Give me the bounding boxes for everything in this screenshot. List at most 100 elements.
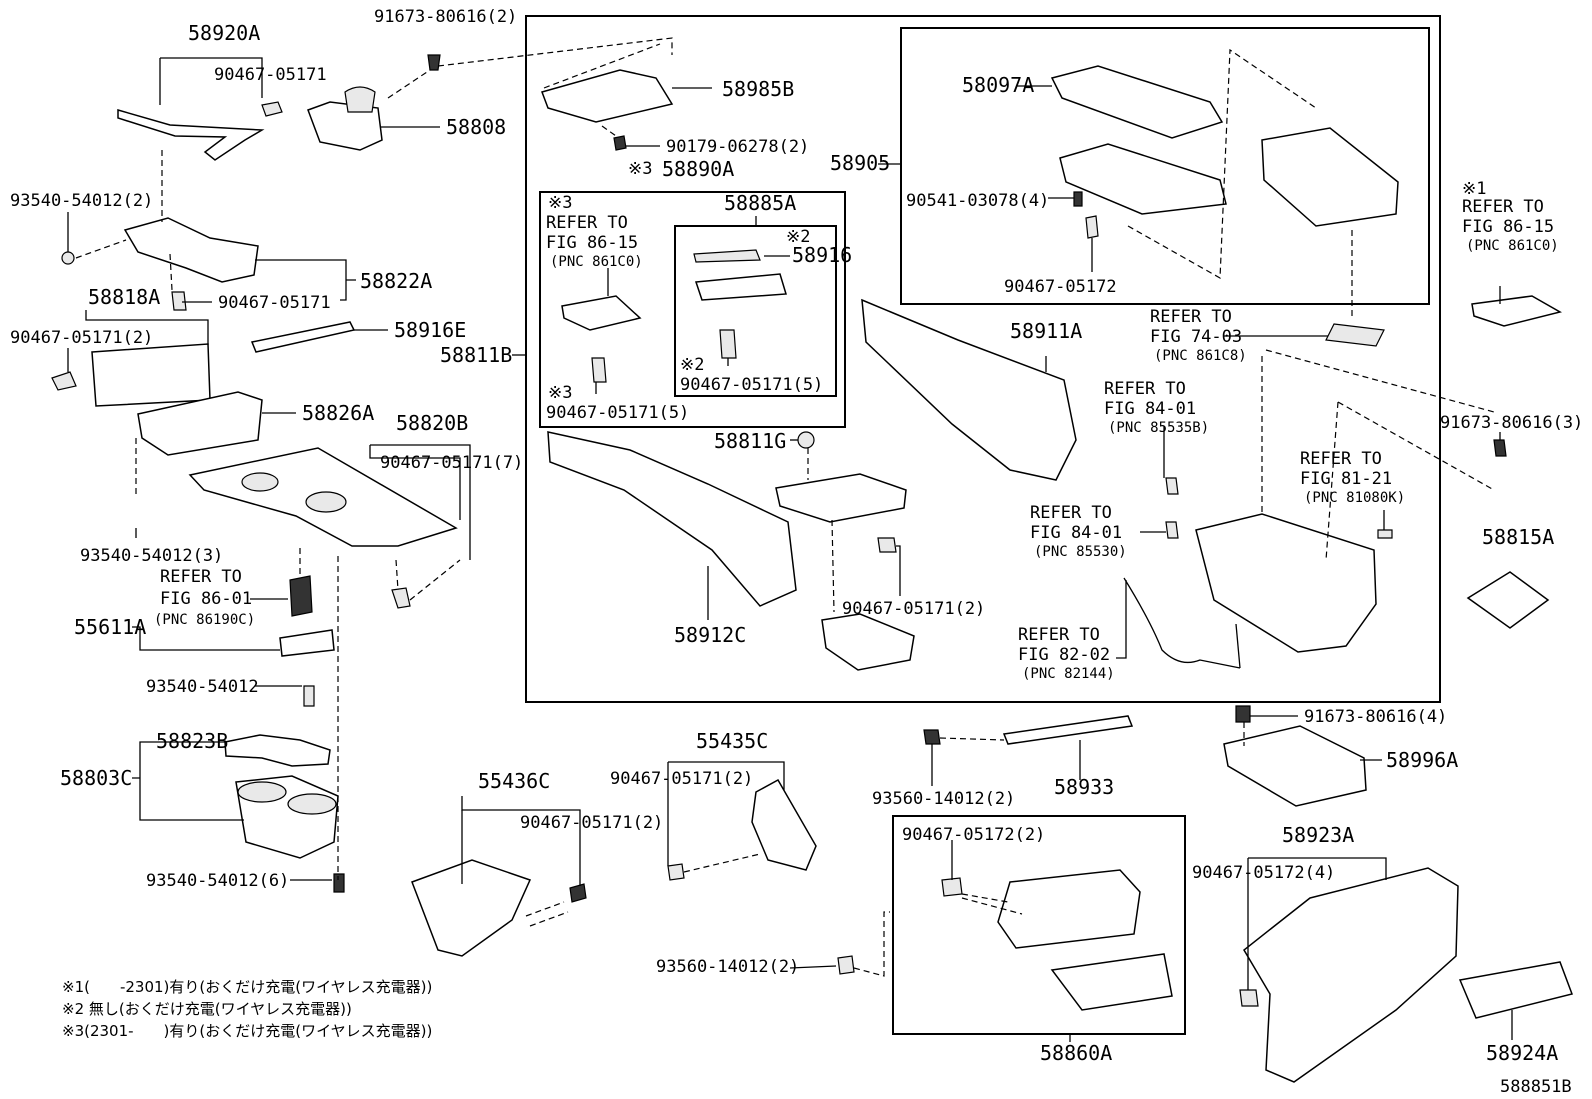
label-58924A: 58924A — [1486, 1041, 1558, 1065]
ref-81-21: REFER TO FIG 81-21 (PNC 81080K) — [1300, 449, 1405, 506]
part-861C8-shape — [1325, 323, 1385, 347]
label-58820B: 58820B — [396, 411, 468, 435]
ref-74-03: REFER TO FIG 74-03 (PNC 861C8) — [1150, 307, 1247, 364]
label-58815A: 58815A — [1482, 525, 1554, 549]
footnote-3: ※3(2301- )有り(おくだけ充電(ワイヤレス充電器)) — [62, 1022, 432, 1040]
label-90467-05171-7: 90467-05171(7) — [380, 453, 523, 473]
ref-86-15-a-line3: (PNC 861C0) — [550, 254, 643, 270]
label-90467-05172-2: 90467-05172(2) — [902, 825, 1045, 845]
part-58924A-shape — [1458, 961, 1573, 1019]
ref-86-15-a-mark: ※3 — [548, 193, 572, 213]
label-58811B: 58811B — [440, 343, 512, 367]
box-58890A-frame — [539, 191, 846, 428]
ref-86-01-line1: REFER TO — [160, 567, 242, 587]
label-90467-05171-a: 90467-05171 — [214, 65, 327, 85]
part-58818A-shape — [51, 343, 211, 407]
label-55436C: 55436C — [478, 769, 550, 793]
label-90467-05171-5a-mark: ※3 — [548, 383, 572, 403]
part-58920A-shape — [117, 101, 283, 161]
part-console-box-shape — [1123, 477, 1377, 669]
label-58822A: 58822A — [360, 269, 432, 293]
part-58803C-shape — [235, 775, 345, 893]
ref-84-01-b-line3: (PNC 85530) — [1034, 544, 1127, 560]
ref-86-15-a: ※3 REFER TO FIG 86-15 (PNC 861C0) — [546, 193, 643, 270]
part-58996A-shape — [1223, 705, 1367, 807]
ref-82-02-line3: (PNC 82144) — [1022, 666, 1115, 682]
part-58911A-shape — [861, 298, 1077, 481]
ref-82-02-line2: FIG 82-02 — [1018, 645, 1110, 665]
part-58823B-shape — [224, 734, 331, 767]
label-58916: 58916 — [792, 243, 852, 267]
ref-86-15-b-line3: (PNC 861C0) — [1466, 238, 1559, 254]
part-58912C-shape — [547, 431, 797, 607]
label-90467-05171-5b-mark: ※2 — [680, 355, 704, 375]
label-58916E: 58916E — [394, 318, 466, 342]
part-58933-shape — [923, 715, 1134, 745]
part-91673-3-shape — [1493, 439, 1507, 457]
part-58815A-shape — [1466, 571, 1550, 629]
ref-86-15-b-line1: REFER TO — [1462, 197, 1544, 217]
ref-84-01-b: REFER TO FIG 84-01 (PNC 85530) — [1030, 503, 1127, 560]
label-58920A: 58920A — [188, 21, 260, 45]
label-58097A: 58097A — [962, 73, 1034, 97]
label-93540-54012-2: 93540-54012(2) — [10, 191, 153, 211]
ref-84-01-a: REFER TO FIG 84-01 (PNC 85535B) — [1104, 379, 1209, 436]
box-58905-frame — [900, 27, 1430, 305]
label-58890A: 58890A — [662, 157, 734, 181]
part-58985B-shape — [541, 69, 674, 151]
ref-81-21-line3: (PNC 81080K) — [1304, 490, 1405, 506]
label-58912C: 58912C — [674, 623, 746, 647]
part-90467-05172-4-shape — [1239, 989, 1259, 1007]
label-58826A: 58826A — [302, 401, 374, 425]
ref-86-01: REFER TO FIG 86-01 (PNC 86190C) — [154, 567, 255, 628]
label-58823B: 58823B — [156, 729, 228, 753]
ref-81-21-line2: FIG 81-21 — [1300, 469, 1392, 489]
label-90467-05171-5a: 90467-05171(5) — [546, 403, 689, 423]
ref-74-03-line1: REFER TO — [1150, 307, 1232, 327]
part-861C0-right-shape — [1471, 295, 1562, 327]
ref-74-03-line3: (PNC 861C8) — [1154, 348, 1247, 364]
part-81080K-shape — [1377, 529, 1393, 539]
ref-84-01-b-line1: REFER TO — [1030, 503, 1112, 523]
ref-86-15-b-line2: FIG 86-15 — [1462, 217, 1554, 237]
label-90467-05172: 90467-05172 — [1004, 277, 1117, 297]
label-58923A: 58923A — [1282, 823, 1354, 847]
label-90467-05171-2c: 90467-05171(2) — [610, 769, 753, 789]
part-58826A-shape — [137, 391, 263, 456]
part-55611A-shape — [279, 575, 335, 707]
part-58097A-shape — [1050, 65, 1224, 139]
label-93560-14012-2b: 93560-14012(2) — [872, 789, 1015, 809]
label-93540-54012-6: 93540-54012(6) — [146, 871, 289, 891]
footnotes: ※1( -2301)有り(おくだけ充電(ワイヤレス充電器)) ※2 無し(おくだ… — [62, 978, 432, 1040]
label-90467-05172-4: 90467-05172(4) — [1192, 863, 1335, 883]
ref-82-02: REFER TO FIG 82-02 (PNC 82144) — [1018, 625, 1115, 682]
ref-86-15-b: ※1 REFER TO FIG 86-15 (PNC 861C0) — [1462, 179, 1559, 254]
ref-86-15-a-line2: FIG 86-15 — [546, 233, 638, 253]
part-labels: 58920A 90467-05171 91673-80616(2) 58808 … — [10, 7, 1583, 1065]
ref-81-21-line1: REFER TO — [1300, 449, 1382, 469]
ref-86-01-line3: (PNC 86190C) — [154, 612, 255, 628]
label-90467-05171-2b: 90467-05171(2) — [520, 813, 663, 833]
label-90467-05171-2a: 90467-05171(2) — [10, 328, 153, 348]
label-93540-54012-3: 93540-54012(3) — [80, 546, 223, 566]
part-55436C-shape — [411, 859, 587, 957]
label-58996A: 58996A — [1386, 748, 1458, 772]
ref-84-01-a-line3: (PNC 85535B) — [1108, 420, 1209, 436]
part-58811G-shape — [775, 431, 915, 671]
label-93560-14012-2a: 93560-14012(2) — [656, 957, 799, 977]
ref-86-15-a-line1: REFER TO — [546, 213, 628, 233]
label-58803C: 58803C — [60, 766, 132, 790]
part-58808-shape — [307, 54, 441, 151]
leader-lines — [67, 37, 1513, 1042]
label-91673-80616-2: 91673-80616(2) — [374, 7, 517, 27]
label-58911A: 58911A — [1010, 319, 1082, 343]
label-55435C: 55435C — [696, 729, 768, 753]
label-90467-05171-5b: 90467-05171(5) — [680, 375, 823, 395]
label-91673-80616-4: 91673-80616(4) — [1304, 707, 1447, 727]
label-91673-80616-3: 91673-80616(3) — [1440, 413, 1583, 433]
ref-82-02-line1: REFER TO — [1018, 625, 1100, 645]
part-58923A-shape — [1243, 867, 1459, 1083]
label-58905: 58905 — [830, 151, 890, 175]
ref-74-03-line2: FIG 74-03 — [1150, 327, 1242, 347]
